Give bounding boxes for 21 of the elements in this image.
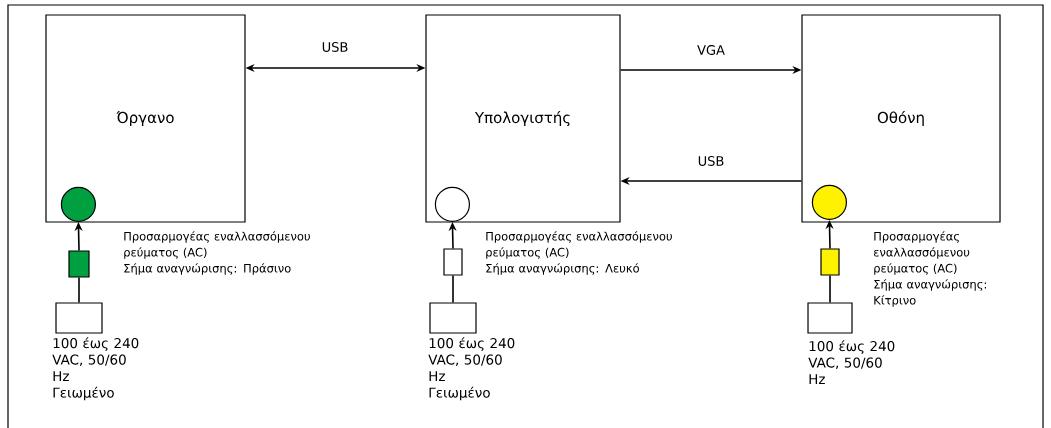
device-box: Οθόνη	[801, 14, 1001, 223]
voltage-label: 100 έως 240 VAC, 50/60 Hz Γειωμένο	[428, 337, 515, 401]
adapter-label: Προσαρμογέας εναλλασσόμενου ρεύματος (AC) Σήμα αναγνώρισης: Πράσινο	[124, 231, 310, 275]
adapter-plug	[443, 248, 463, 276]
adapter-label: Προσαρμογέας εναλλασσόμενου ρεύματος (AC) Σήμα αναγνώρισης: Κίτρινο	[873, 231, 986, 307]
voltage-label: 100 έως 240 VAC, 50/60 Hz	[808, 340, 895, 384]
adapter-plug	[820, 248, 840, 276]
voltage-label: 100 έως 240 VAC, 50/60 Hz Γειωμένο	[52, 337, 139, 401]
indicator-circle	[60, 186, 96, 222]
indicator-circle	[811, 184, 847, 220]
edge-label: USB	[322, 42, 348, 52]
device-box: Όργανο	[45, 14, 246, 223]
indicator-circle	[434, 186, 470, 222]
adapter-label: Προσαρμογέας εναλλασσόμενου ρεύματος (AC) Σήμα αναγνώρισης: Λευκό	[486, 231, 672, 275]
power-outlet	[55, 302, 103, 334]
edge-label: VGA	[697, 45, 725, 55]
edge-label: USB	[698, 156, 724, 166]
adapter-plug	[68, 250, 90, 278]
power-outlet	[429, 302, 477, 334]
device-box: Υπολογιστής	[425, 14, 621, 223]
power-outlet	[807, 302, 853, 334]
